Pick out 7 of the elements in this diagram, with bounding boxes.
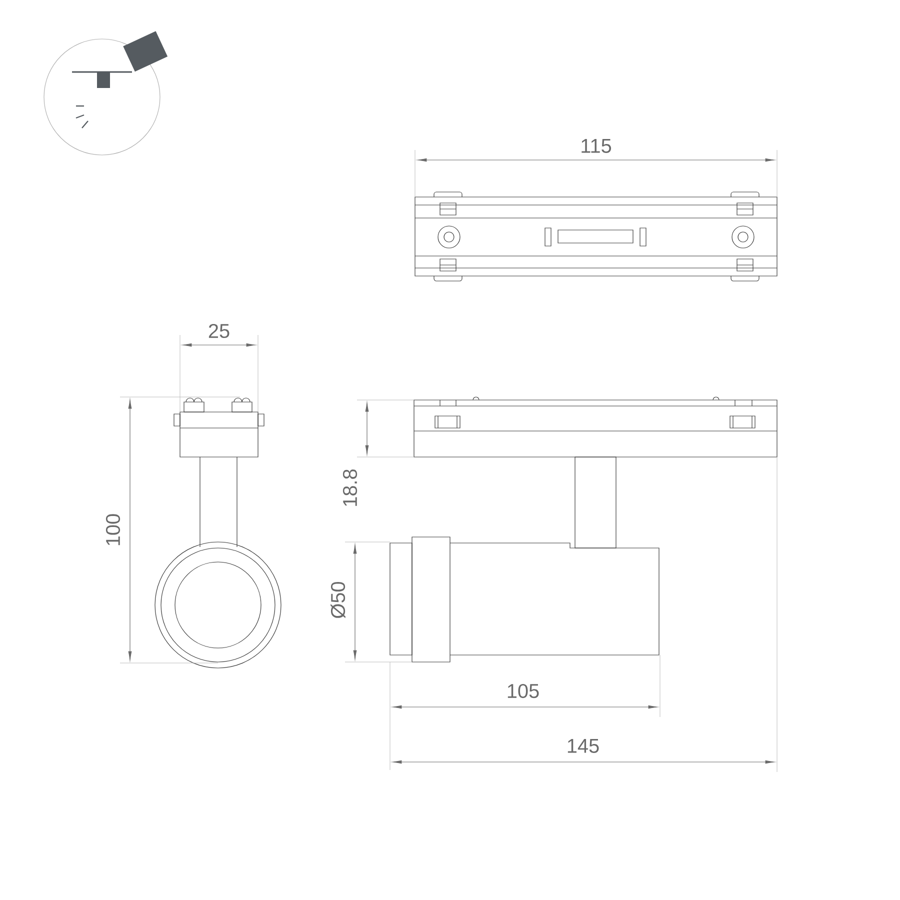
dimension-label: 105 xyxy=(508,684,539,698)
dimension-label: 18.8 xyxy=(342,469,358,506)
dimension-label: 100 xyxy=(106,514,120,546)
dimension-label: 115 xyxy=(582,139,612,153)
dimension-label: 145 xyxy=(568,739,599,753)
dimension-label: Ø50 xyxy=(330,582,346,618)
dimension-label: 25 xyxy=(208,324,230,338)
